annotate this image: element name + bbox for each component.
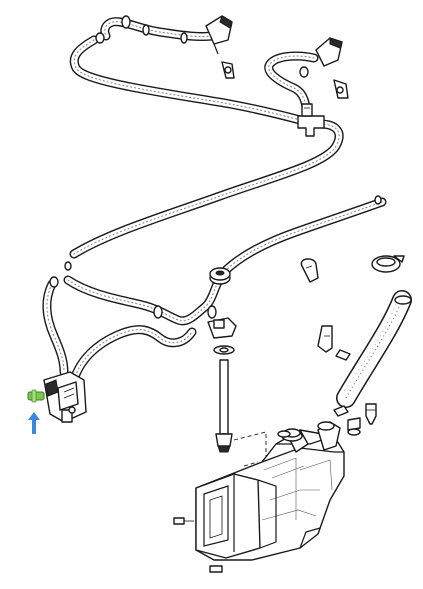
washer-nozzle-left [205,15,235,79]
mounting-bracket [317,325,351,361]
washer-nozzle-right [315,37,349,99]
guide-line [233,431,267,467]
hose-clips [49,15,382,319]
washer-pump [43,371,87,423]
washer-hose-network [42,17,412,408]
filler-cap [277,430,291,438]
filler-neck [317,421,341,451]
bolts [173,403,377,573]
connector-highlight[interactable] [27,389,45,403]
grommet-top [209,267,231,285]
filler-neck-clamp [371,255,405,273]
pointer-arrow-icon [28,412,40,434]
washer-fluid-reservoir [195,428,345,561]
fluid-level-sensor [207,317,237,453]
t-connector [297,103,325,137]
hose-clip-right [300,258,319,283]
filler-hose-top-clamp [394,295,412,305]
